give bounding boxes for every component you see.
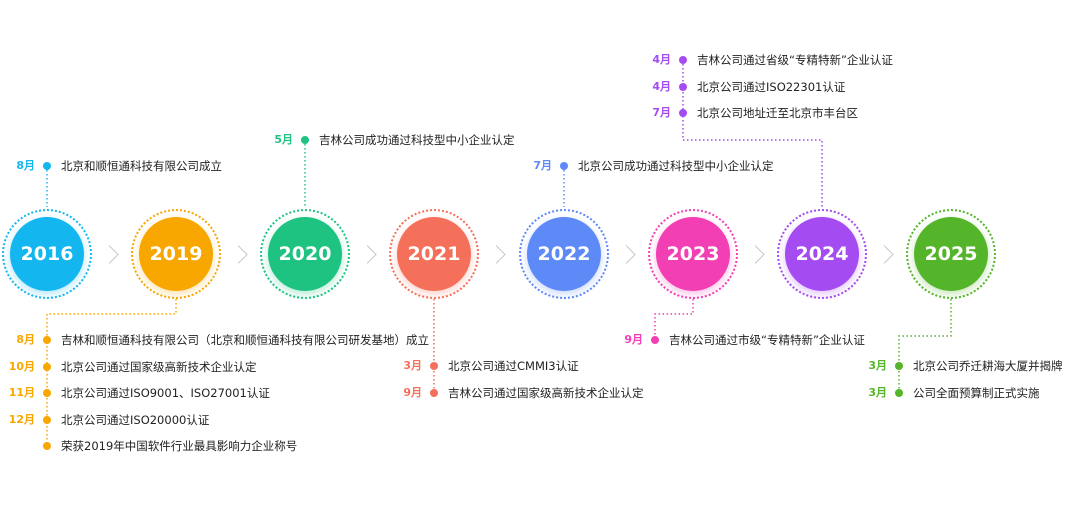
year-label-2020: 2020 bbox=[268, 217, 342, 291]
event-month: 3月 bbox=[868, 359, 887, 372]
event-month: 12月 bbox=[8, 412, 35, 426]
event-month: 3月 bbox=[868, 385, 887, 399]
event-text: 吉林公司通过市级“专精特新”企业认证 bbox=[669, 333, 865, 347]
year-node-2023: 2023 bbox=[648, 209, 738, 299]
year-node-2021: 2021 bbox=[389, 209, 479, 299]
event-dot-icon bbox=[43, 336, 51, 344]
event-text: 北京公司通过ISO9001、ISO27001认证 bbox=[61, 386, 270, 400]
year-node-2024: 2024 bbox=[777, 209, 867, 299]
event-month: 7月 bbox=[652, 106, 671, 119]
event-month: 8月 bbox=[16, 159, 35, 172]
year-label-2023: 2023 bbox=[656, 217, 730, 291]
event-month: 7月 bbox=[533, 159, 552, 172]
year-node-2020: 2020 bbox=[260, 209, 350, 299]
event-month: 3月 bbox=[403, 359, 422, 372]
event-dot-icon bbox=[560, 162, 568, 170]
event-month: 4月 bbox=[652, 53, 671, 66]
event-dot-icon bbox=[895, 362, 903, 370]
event-dot-icon bbox=[43, 162, 51, 170]
event-dot-icon bbox=[43, 389, 51, 397]
event-month: 10月 bbox=[8, 359, 35, 373]
event-dot-icon bbox=[43, 442, 51, 450]
year-node-2025: 2025 bbox=[906, 209, 996, 299]
event-text: 北京公司通过CMMI3认证 bbox=[448, 359, 579, 373]
event-dot-icon bbox=[679, 109, 687, 117]
event-dot-icon bbox=[651, 336, 659, 344]
connector-2025-bottom bbox=[898, 299, 952, 392]
event-dot-icon bbox=[430, 388, 438, 397]
year-node-2016: 2016 bbox=[2, 209, 92, 299]
event-text: 北京公司乔迁耕海大厦并揭牌 bbox=[913, 359, 1063, 373]
event-month: 8月 bbox=[16, 333, 35, 346]
event-text: 北京公司成功通过科技型中小企业认定 bbox=[578, 159, 774, 173]
year-label-2019: 2019 bbox=[139, 217, 213, 291]
event-dot-icon bbox=[895, 388, 903, 397]
year-label-2016: 2016 bbox=[10, 217, 84, 291]
event-dot-icon bbox=[43, 362, 51, 371]
event-month: 9月 bbox=[624, 333, 643, 346]
event-text: 北京公司通过ISO22301认证 bbox=[697, 79, 846, 94]
year-node-2019: 2019 bbox=[131, 209, 221, 299]
year-node-2022: 2022 bbox=[519, 209, 609, 299]
event-month: 9月 bbox=[403, 385, 422, 399]
year-label-2021: 2021 bbox=[397, 217, 471, 291]
event-text: 荣获2019年中国软件行业最具影响力企业称号 bbox=[61, 439, 298, 453]
year-label-2025: 2025 bbox=[914, 217, 988, 291]
year-label-2024: 2024 bbox=[785, 217, 859, 291]
event-dot-icon bbox=[301, 136, 309, 144]
event-month: 4月 bbox=[652, 79, 671, 93]
event-text: 吉林公司通过省级“专精特新”企业认证 bbox=[697, 53, 893, 67]
event-month: 5月 bbox=[274, 133, 293, 146]
event-text: 北京公司通过ISO20000认证 bbox=[61, 412, 210, 427]
connector-2024-top bbox=[682, 60, 823, 207]
event-text: 北京和顺恒通科技有限公司成立 bbox=[61, 159, 222, 173]
event-dot-icon bbox=[43, 415, 51, 424]
event-dot-icon bbox=[430, 362, 438, 370]
year-label-2022: 2022 bbox=[527, 217, 601, 291]
event-text: 公司全面预算制正式实施 bbox=[913, 385, 1040, 400]
event-dot-icon bbox=[679, 56, 687, 64]
event-month: 11月 bbox=[8, 386, 35, 399]
event-dot-icon bbox=[679, 82, 687, 91]
event-text: 北京公司地址迁至北京市丰台区 bbox=[697, 106, 858, 120]
event-text: 吉林和顺恒通科技有限公司（北京和顺恒通科技有限公司研发基地）成立 bbox=[61, 333, 429, 347]
event-text: 吉林公司通过国家级高新技术企业认定 bbox=[448, 385, 644, 400]
event-text: 吉林公司成功通过科技型中小企业认定 bbox=[319, 133, 515, 147]
event-text: 北京公司通过国家级高新技术企业认定 bbox=[61, 359, 257, 374]
